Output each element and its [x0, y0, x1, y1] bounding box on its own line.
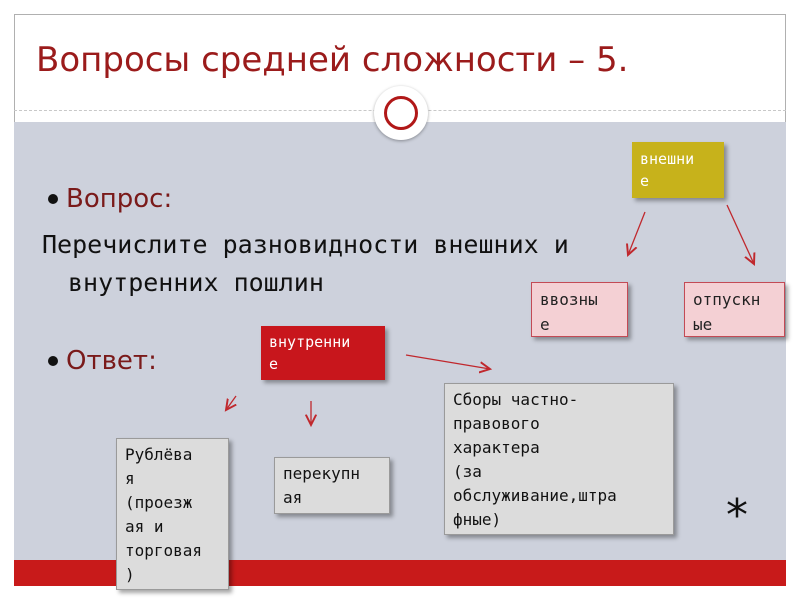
question-text: Перечислите разновидности внешних и внут… [42, 226, 569, 302]
arrow-external-to-import [628, 211, 646, 255]
node-external-line-1: внешни [640, 150, 695, 168]
node-internal: внутренни е [261, 326, 385, 380]
node-import-line-1: ввозны [540, 290, 598, 309]
node-export-line-1: отпускн [693, 290, 761, 309]
node-rubl-line-6: ) [125, 565, 135, 584]
bullet-question-icon [48, 194, 58, 204]
frame-top-line [14, 14, 786, 15]
arrow-internal-to-rublevaya [226, 395, 236, 410]
node-perekup-line-1: перекупн [283, 464, 361, 483]
node-fees-line-5: обслуживание,штра [453, 486, 617, 505]
node-rubl-line-3: (проезж [125, 493, 193, 512]
arrow-internal-to-fees [405, 354, 490, 369]
node-fees-line-4: (за [453, 462, 482, 481]
slide-title: Вопросы средней сложности – 5. [36, 40, 629, 80]
node-internal-line-1: внутренни [269, 333, 351, 351]
node-export-line-2: ые [693, 315, 713, 334]
answer-label: Ответ: [66, 346, 157, 376]
node-import-line-2: е [540, 315, 550, 334]
node-fees-line-1: Сборы частно- [453, 390, 579, 409]
node-fees-line-6: фные) [453, 510, 502, 529]
node-rubl-line-5: торговая [125, 541, 203, 560]
node-private-law-fees: Сборы частно- правового характера (за об… [444, 383, 674, 535]
question-line-1: Перечислите разновидности внешних и [42, 230, 569, 259]
node-fees-line-2: правового [453, 414, 540, 433]
question-line-2: внутренних пошлин [68, 268, 324, 297]
node-internal-line-2: е [269, 355, 279, 373]
node-rublevaya: Рублёва я (проезж ая и торговая ) [116, 438, 229, 590]
arrow-external-to-export [726, 204, 754, 264]
asterisk-icon: * [726, 490, 748, 541]
node-external-line-2: е [640, 172, 650, 190]
node-import-duties: ввозны е [531, 282, 628, 337]
bullet-answer-icon [48, 356, 58, 366]
node-external: внешни е [632, 142, 724, 198]
question-label: Вопрос: [66, 184, 173, 214]
node-export-duties: отпускн ые [684, 282, 785, 337]
node-fees-line-3: характера [453, 438, 540, 457]
node-rubl-line-4: ая и [125, 517, 164, 536]
node-perekup-line-2: ая [283, 488, 303, 507]
node-perekupnaya: перекупн ая [274, 457, 390, 514]
node-rubl-line-1: Рублёва [125, 445, 193, 464]
decor-ring-icon [384, 96, 418, 130]
node-rubl-line-2: я [125, 469, 135, 488]
